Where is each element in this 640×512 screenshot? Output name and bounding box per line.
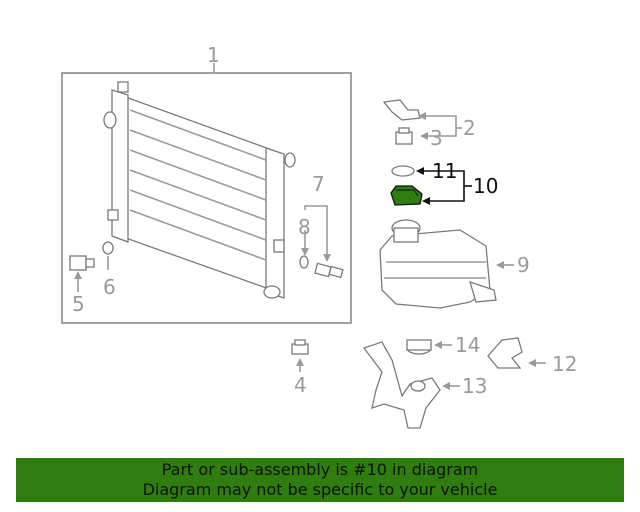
callout-7: 7 <box>312 172 325 196</box>
banner-line-2: Diagram may not be specific to your vehi… <box>142 480 498 499</box>
reservoir-cap-10 <box>390 185 423 206</box>
callout-10: 10 <box>473 174 498 198</box>
callout-12: 12 <box>552 352 577 376</box>
bracket-13 <box>362 341 441 429</box>
callout-11: 11 <box>432 159 457 183</box>
radiator <box>103 81 296 299</box>
grommet-3 <box>395 127 413 145</box>
callout-1: 1 <box>207 43 220 67</box>
callout-13: 13 <box>462 374 487 398</box>
washer-6 <box>102 241 114 255</box>
callout-4: 4 <box>294 373 307 397</box>
callout-9: 9 <box>517 253 530 277</box>
info-banner: Part or sub-assembly is #10 in diagram D… <box>16 458 624 502</box>
parts-diagram: 1 5 6 7 8 <box>61 43 577 429</box>
mount-14 <box>406 339 432 355</box>
sensor <box>314 262 344 279</box>
bracket-2 <box>382 99 421 121</box>
callout-14: 14 <box>455 333 480 357</box>
o-ring-8 <box>299 255 309 269</box>
radiator-frame <box>61 72 352 324</box>
callout-5: 5 <box>72 292 85 316</box>
callout-8: 8 <box>298 215 311 239</box>
callout-6: 6 <box>103 275 116 299</box>
bracket-12 <box>487 337 523 369</box>
callout-3: 3 <box>430 126 443 150</box>
banner-line-1: Part or sub-assembly is #10 in diagram <box>161 460 479 479</box>
seal-ring-11 <box>391 165 415 177</box>
callout-2: 2 <box>463 116 476 140</box>
drain-plug <box>69 255 95 271</box>
grommet-4 <box>291 339 309 355</box>
coolant-reservoir <box>379 219 497 309</box>
